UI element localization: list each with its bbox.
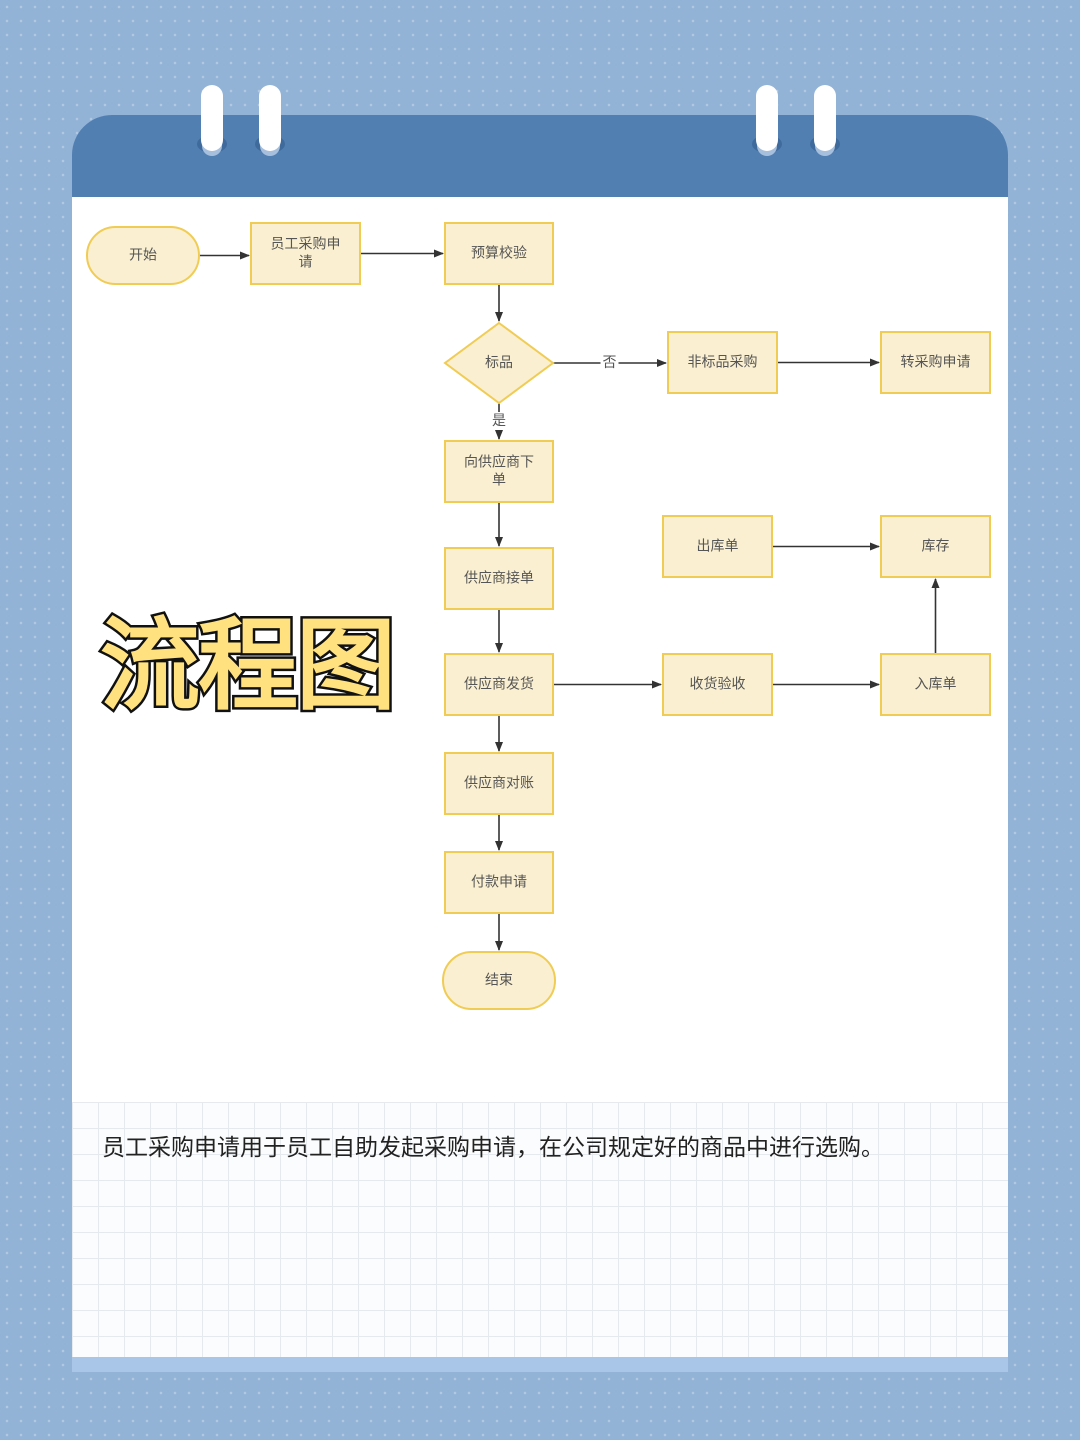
flow-node-label: 请 <box>299 255 313 271</box>
binder-ring <box>201 85 223 151</box>
flow-node-shape <box>444 222 554 285</box>
flow-node-label: 向供应商下 <box>464 454 534 471</box>
flow-node-shape <box>667 331 778 394</box>
flow-node-shape <box>880 331 991 394</box>
flow-node-label: 出库单 <box>697 539 739 555</box>
flow-node-label: 入库单 <box>915 677 957 693</box>
flow-node-label: 供应商接单 <box>464 570 534 587</box>
flow-node-apply: 员工采购申请 <box>250 222 361 285</box>
binder-ring <box>814 85 836 151</box>
flow-node-label: 付款申请 <box>471 875 527 891</box>
flow-node-receive: 收货验收 <box>662 653 773 716</box>
flow-node-shape <box>444 851 554 914</box>
flow-node-shape <box>444 653 554 716</box>
flow-node-shape <box>662 515 773 578</box>
flow-node-label: 员工采购申 <box>271 237 341 253</box>
edge-label-background <box>490 412 508 430</box>
flow-node-shape <box>250 222 361 285</box>
flow-node-transfer: 转采购申请 <box>880 331 991 394</box>
flow-node-shape <box>444 752 554 815</box>
flow-node-shape <box>444 440 554 503</box>
flow-node-shape <box>442 951 556 1010</box>
binder-ring <box>756 85 778 151</box>
flow-node-label: 标品 <box>485 355 513 371</box>
flow-edge-label: 否 <box>603 355 617 371</box>
flow-node-payment: 付款申请 <box>444 851 554 914</box>
flow-node-label: 转采购申请 <box>901 355 971 371</box>
flow-node-reconcile: 供应商对账 <box>444 752 554 815</box>
flow-node-label: 库存 <box>922 539 950 555</box>
flow-node-label: 非标品采购 <box>688 355 758 371</box>
edge-label-background <box>600 354 619 372</box>
flow-node-shape <box>880 515 991 578</box>
flow-node-accept: 供应商接单 <box>444 547 554 610</box>
flow-node-outbound: 出库单 <box>662 515 773 578</box>
flow-node-label: 预算校验 <box>471 245 527 262</box>
flow-node-label: 单 <box>492 473 506 489</box>
flow-node-shape <box>86 226 200 285</box>
flow-node-label: 供应商发货 <box>464 676 534 693</box>
card-footer-strip <box>72 1357 1008 1372</box>
flow-node-inbound: 入库单 <box>880 653 991 716</box>
flow-node-label: 结束 <box>485 973 513 989</box>
flow-node-end: 结束 <box>442 951 556 1010</box>
flow-node-label: 开始 <box>129 248 157 264</box>
flow-node-nonstd: 非标品采购 <box>667 331 778 394</box>
grid-paper <box>72 1102 1008 1357</box>
flow-node-shape <box>443 321 555 405</box>
binder-ring <box>259 85 281 151</box>
flow-node-shape <box>444 547 554 610</box>
flow-node-budget: 预算校验 <box>444 222 554 285</box>
flow-node-start: 开始 <box>86 226 200 285</box>
flow-node-standard: 标品 <box>443 321 555 405</box>
flow-node-stock: 库存 <box>880 515 991 578</box>
card-header <box>72 115 1008 197</box>
flow-node-label: 供应商对账 <box>464 775 534 792</box>
flow-node-label: 收货验收 <box>690 676 746 693</box>
caption-text: 员工采购申请用于员工自助发起采购申请，在公司规定好的商品中进行选购。 <box>102 1135 884 1161</box>
flow-node-shape <box>662 653 773 716</box>
flow-edge-label: 是 <box>492 413 506 429</box>
title-text: 流程图 <box>100 607 394 724</box>
flow-node-ship: 供应商发货 <box>444 653 554 716</box>
flow-node-shape <box>880 653 991 716</box>
